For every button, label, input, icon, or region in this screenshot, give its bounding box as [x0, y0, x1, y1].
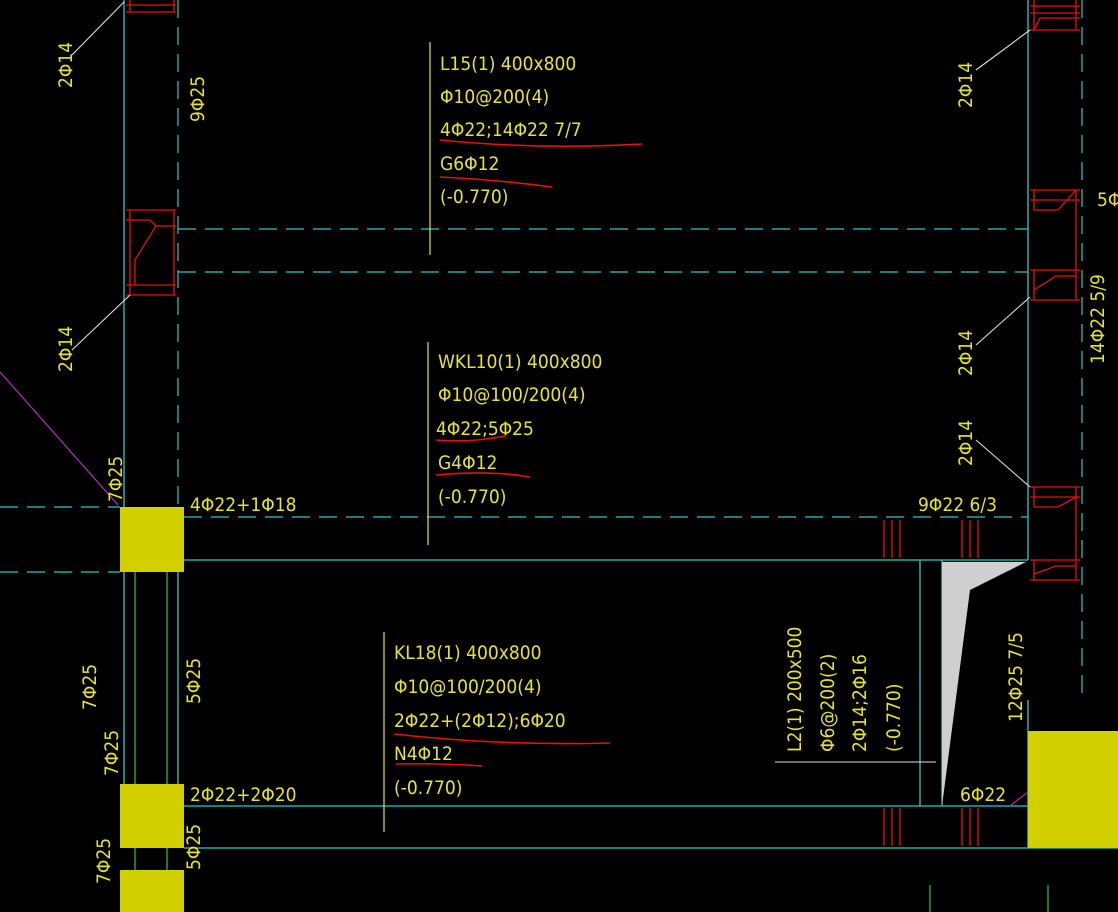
l2-wedge: [775, 562, 1026, 806]
beam-annotation-l15: L15(1) 400x800 Φ10@200(4) 4Φ22;14Φ22 7/7…: [440, 53, 582, 208]
green-grid-lines: [134, 572, 1049, 912]
kl18-side: N4Φ12: [394, 743, 453, 765]
column-right: [1028, 731, 1118, 848]
l15-rebar: 4Φ22;14Φ22 7/7: [440, 119, 582, 141]
wkl10-side: G4Φ12: [438, 452, 497, 474]
kl18-name: KL18(1) 400x800: [394, 642, 541, 664]
label-left-7phi25-lower: 7Φ25: [101, 730, 123, 776]
label-support-6phi22: 6Φ22: [960, 784, 1006, 806]
l2-rebar: 2Φ14;2Φ16: [849, 654, 871, 752]
label-left-5phi25: 5Φ25: [183, 658, 205, 704]
rebar-labels: 2Φ14 9Φ25 2Φ14 7Φ25 4Φ22+1Φ18 7Φ25 5Φ25 …: [55, 42, 1118, 884]
l2-elevation: (-0.770): [883, 684, 905, 752]
beam-annotation-wkl10: WKL10(1) 400x800 Φ10@100/200(4) 4Φ22;5Φ2…: [436, 351, 602, 508]
label-support-2phi22-2phi20: 2Φ22+2Φ20: [190, 784, 296, 806]
l15-stirrup: Φ10@200(4): [440, 86, 549, 108]
text-leaders: [383, 42, 431, 832]
label-mid-left-2phi14: 2Φ14: [55, 326, 77, 372]
magenta-lines: [0, 371, 1029, 807]
leader-lines: [71, 1, 1031, 488]
beam-annotation-kl18: KL18(1) 400x800 Φ10@100/200(4) 2Φ22+(2Φ1…: [394, 642, 566, 799]
beam-annotation-l2: L2(1) 200x500 Φ6@200(2) 2Φ14;2Φ16 (-0.77…: [784, 627, 905, 752]
annotation-underlines: [393, 139, 643, 767]
label-support-4phi22-1phi18: 4Φ22+1Φ18: [190, 494, 296, 516]
label-left-9phi25: 9Φ25: [187, 76, 209, 122]
wkl10-elevation: (-0.770): [438, 486, 506, 508]
wkl10-rebar: 4Φ22;5Φ25: [436, 418, 534, 440]
label-right-2phi14-top: 2Φ14: [955, 62, 977, 108]
kl18-rebar: 2Φ22+(2Φ12);6Φ20: [394, 710, 566, 732]
label-left-7phi25-bottom: 7Φ25: [93, 838, 115, 884]
label-right-5phi-partial: 5Φ: [1097, 189, 1118, 211]
label-left-5phi25-bottom: 5Φ25: [183, 824, 205, 870]
l2-stirrup: Φ6@200(2): [817, 654, 839, 752]
l15-side: G6Φ12: [440, 153, 499, 175]
label-left-7phi25-mid: 7Φ25: [79, 664, 101, 710]
label-right-2phi14-mid: 2Φ14: [955, 330, 977, 376]
label-right-2phi14-lower: 2Φ14: [955, 420, 977, 466]
rebar-marks: [126, 0, 1080, 846]
label-support-9phi22: 9Φ22 6/3: [918, 494, 997, 516]
label-right-14phi22: 14Φ22 5/9: [1087, 274, 1109, 364]
columns: [120, 507, 1118, 912]
wkl10-stirrup: Φ10@100/200(4): [438, 384, 586, 406]
column-left-mid: [120, 784, 184, 848]
label-left-7phi25-upper: 7Φ25: [105, 456, 127, 502]
wkl10-name: WKL10(1) 400x800: [438, 351, 602, 373]
l15-elevation: (-0.770): [440, 186, 508, 208]
column-left-upper: [120, 507, 184, 572]
kl18-stirrup: Φ10@100/200(4): [394, 676, 542, 698]
l15-name: L15(1) 400x800: [440, 53, 576, 75]
column-left-bottom: [120, 870, 184, 912]
kl18-elevation: (-0.770): [394, 777, 462, 799]
label-right-12phi25: 12Φ25 7/5: [1005, 632, 1027, 722]
label-top-left-2phi14: 2Φ14: [55, 42, 77, 88]
l2-name: L2(1) 200x500: [784, 627, 806, 752]
